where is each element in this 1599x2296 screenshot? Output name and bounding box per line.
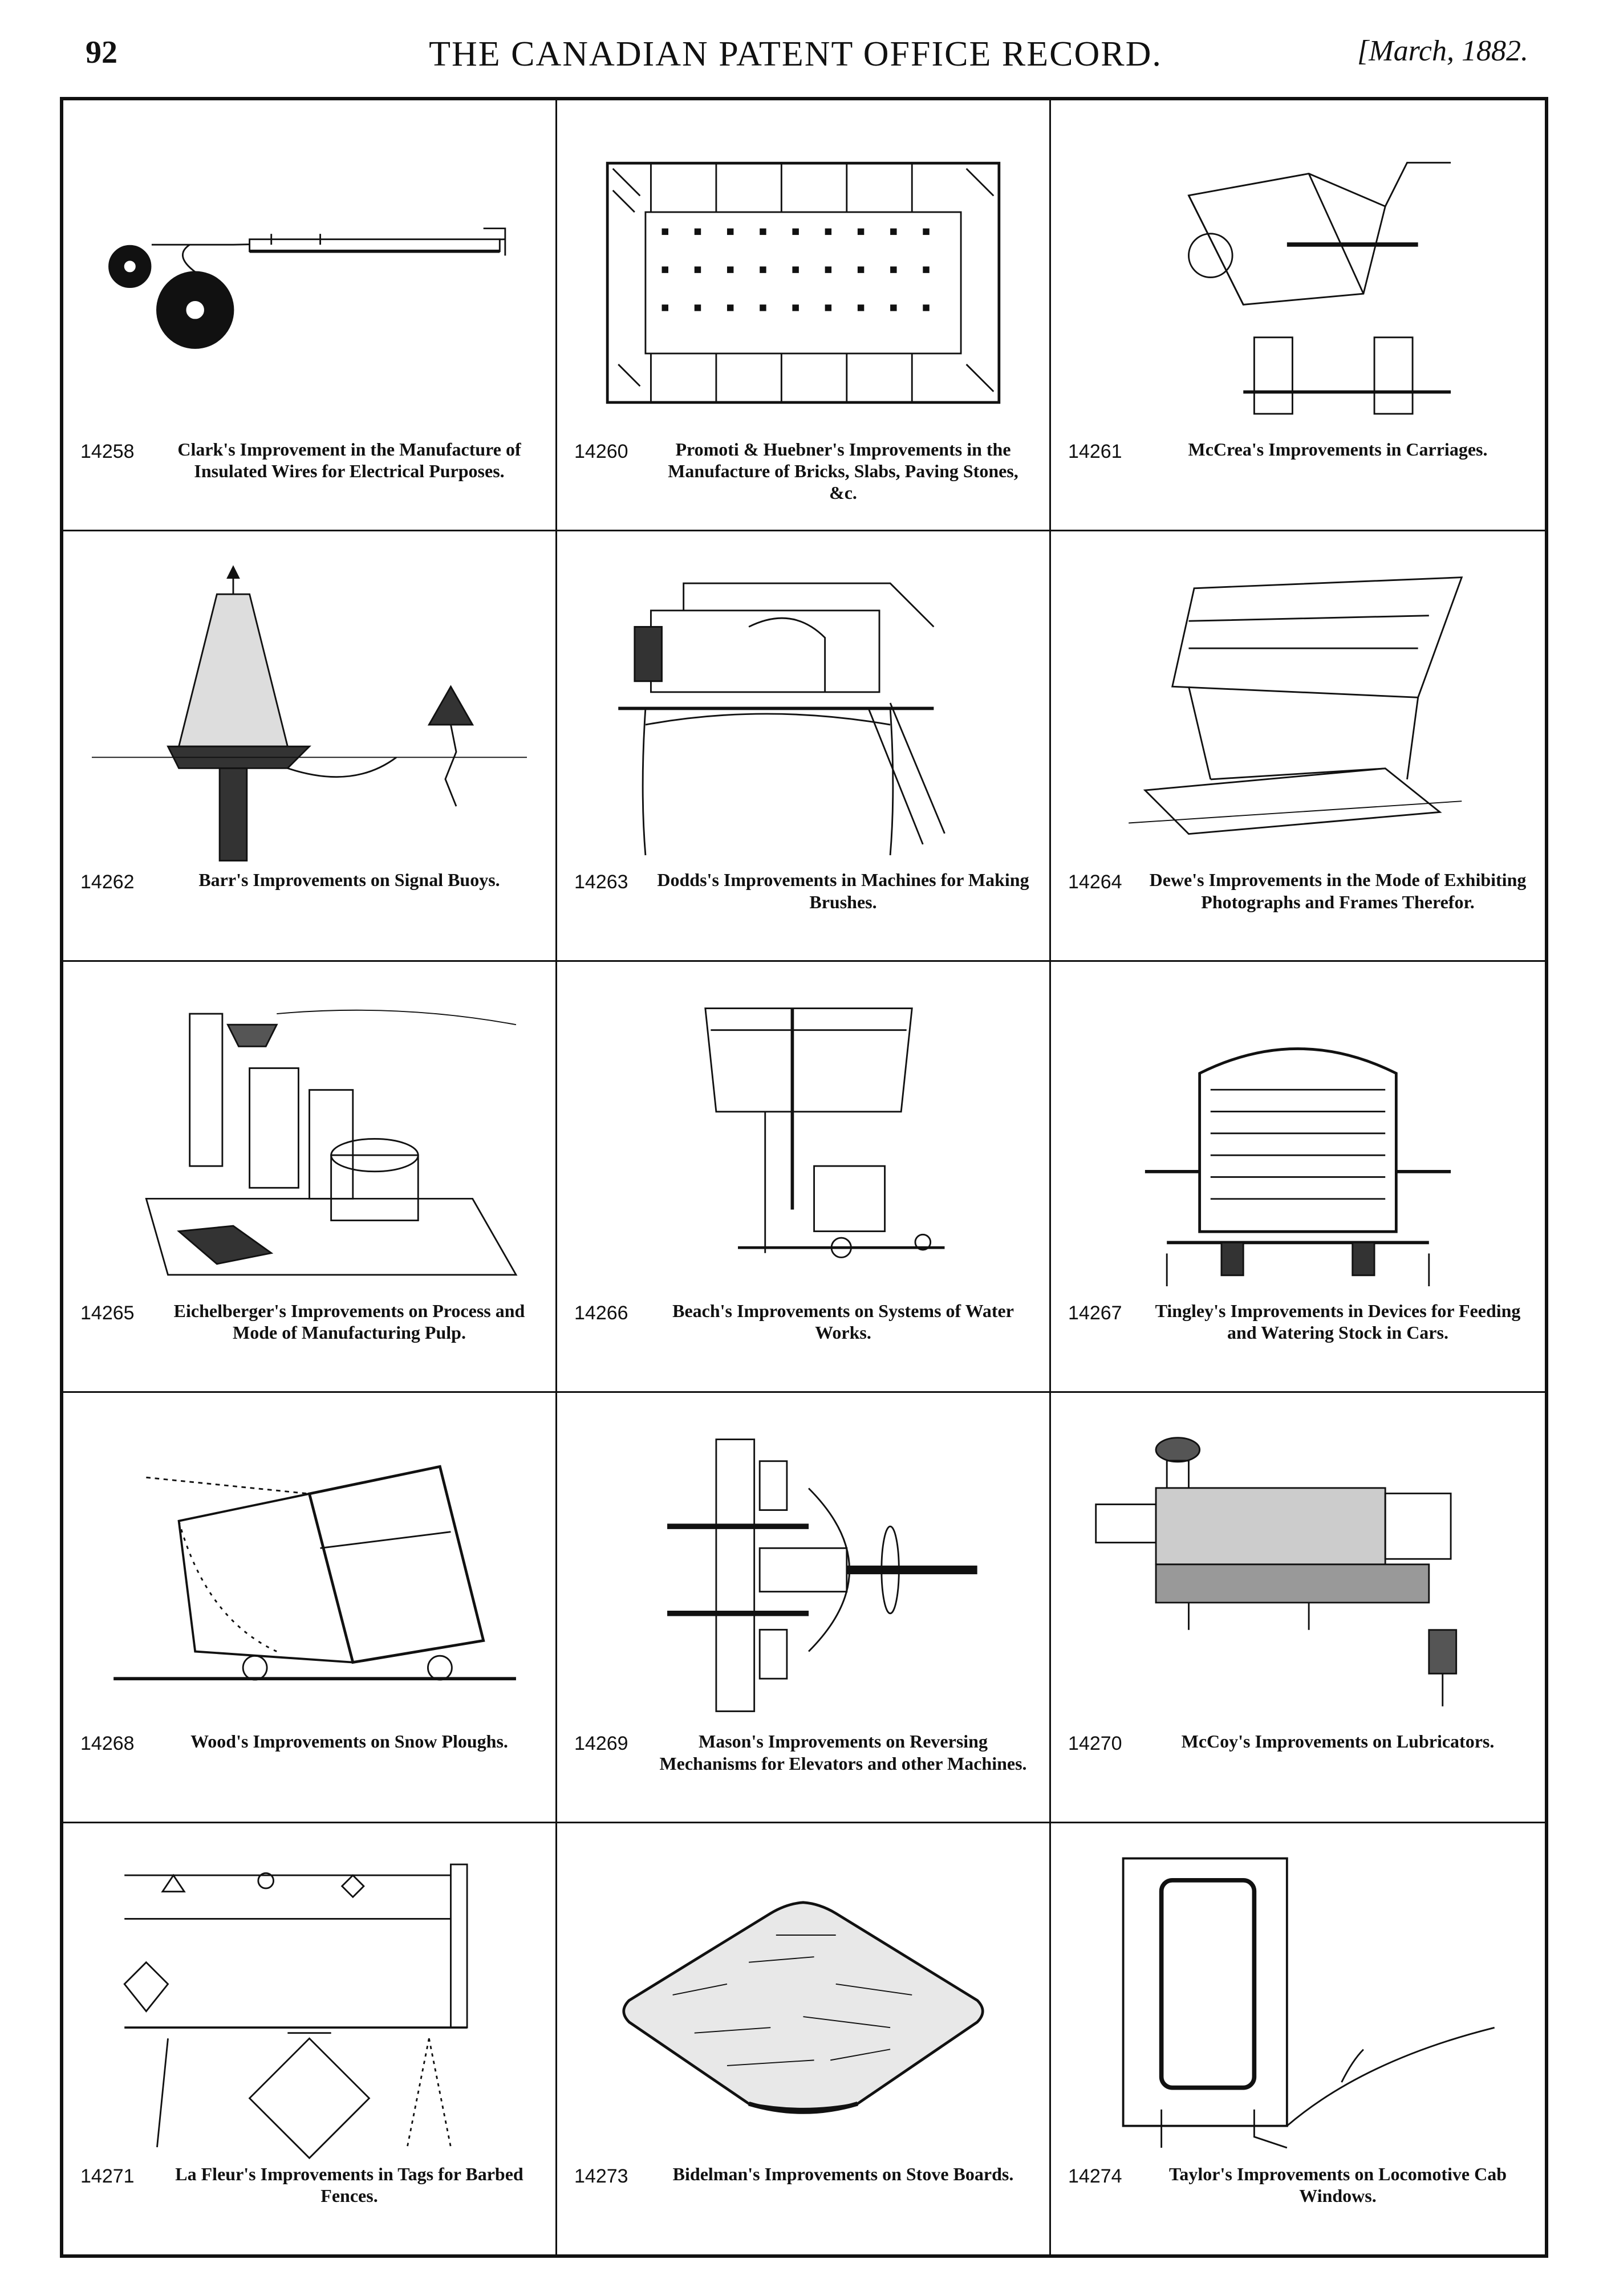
patent-caption: 14270 McCoy's Improvements on Lubricator… [1068,1730,1528,1799]
patent-caption: 14261 McCrea's Improvements in Carriages… [1068,438,1528,507]
patent-title: Clark's Improvement in the Manufacture o… [177,438,521,481]
patent-number: 14273 [574,2165,628,2187]
drawing-cab-window [1079,1846,1516,2165]
patent-cell-14264: 14264 Dewe's Improvements in the Mode of… [1051,531,1545,962]
patent-caption: 14264 Dewe's Improvements in the Mode of… [1068,869,1528,937]
patent-title: Eichelberger's Improvements on Process a… [173,1300,525,1343]
patent-cell-14261: 14261 McCrea's Improvements in Carriages… [1051,100,1545,531]
patent-caption: 14265 Eichelberger's Improvements on Pro… [80,1300,538,1368]
drawing-signal-buoy [92,554,527,873]
drawing-brush-machine [586,554,1021,873]
drawing-water-works [586,985,1021,1304]
patent-number: 14267 [1068,1302,1122,1324]
patent-title: Barr's Improvements on Signal Buoys. [198,869,500,891]
patent-number: 14264 [1068,871,1122,893]
page-header: 92 THE CANADIAN PATENT OFFICE RECORD. [M… [63,23,1528,80]
patent-title: Bidelman's Improvements on Stove Boards. [672,2163,1014,2184]
patent-caption: 14260 Promoti & Huebner's Improvements i… [574,438,1032,507]
patent-number: 14261 [1068,440,1122,462]
drawing-reversing-mechanism [586,1416,1021,1735]
patent-grid-frame: 14258 Clark's Improvement in the Manufac… [60,97,1548,2258]
drawing-stove-board [586,1846,1021,2165]
patent-caption: 14271 La Fleur's Improvements in Tags fo… [80,2163,538,2232]
patent-caption: 14266 Beach's Improvements on Systems of… [574,1300,1032,1368]
patent-title: Dewe's Improvements in the Mode of Exhib… [1149,869,1527,912]
patent-cell-14268: 14268 Wood's Improvements on Snow Plough… [63,1392,557,1824]
drawing-lubricator [1079,1416,1516,1735]
patent-grid: 14258 Clark's Improvement in the Manufac… [63,100,1545,2254]
drawing-insulated-wire [92,123,527,442]
patent-number: 14274 [1068,2165,1122,2187]
patent-number: 14265 [80,1302,135,1324]
patent-cell-14262: 14262 Barr's Improvements on Signal Buoy… [63,531,557,962]
drawing-stock-car [1079,985,1516,1304]
patent-cell-14267: 14267 Tingley's Improvements in Devices … [1051,962,1545,1393]
patent-cell-14266: 14266 Beach's Improvements on Systems of… [557,962,1051,1393]
patent-number: 14260 [574,440,628,462]
patent-caption: 14258 Clark's Improvement in the Manufac… [80,438,538,507]
patent-title: McCoy's Improvements on Lubricators. [1181,1731,1495,1752]
patent-title: Dodds's Improvements in Machines for Mak… [657,869,1029,912]
patent-caption: 14262 Barr's Improvements on Signal Buoy… [80,869,538,937]
patent-title: Taylor's Improvements on Locomotive Cab … [1169,2163,1507,2206]
drawing-fence-tags [92,1846,527,2165]
patent-number: 14270 [1068,1733,1122,1755]
patent-cell-14269: 14269 Mason's Improvements on Reversing … [557,1392,1051,1824]
patent-title: Beach's Improvements on Systems of Water… [672,1300,1014,1343]
patent-cell-14271: 14271 La Fleur's Improvements in Tags fo… [63,1823,557,2254]
patent-title: La Fleur's Improvements in Tags for Barb… [175,2163,523,2206]
drawing-photo-frame [1079,554,1516,873]
patent-number: 14271 [80,2165,135,2187]
issue-date: [March, 1882. [1357,35,1528,67]
patent-number: 14258 [80,440,135,462]
patent-number: 14262 [80,871,135,893]
patent-cell-14263: 14263 Dodds's Improvements in Machines f… [557,531,1051,962]
journal-title: THE CANADIAN PATENT OFFICE RECORD. [429,35,1162,74]
patent-cell-14260: 14260 Promoti & Huebner's Improvements i… [557,100,1051,531]
patent-caption: 14274 Taylor's Improvements on Locomotiv… [1068,2163,1528,2232]
patent-caption: 14268 Wood's Improvements on Snow Plough… [80,1730,538,1799]
patent-caption: 14269 Mason's Improvements on Reversing … [574,1730,1032,1799]
patent-title: Promoti & Huebner's Improvements in the … [668,438,1018,503]
drawing-brick-mould [586,123,1021,442]
patent-cell-14273: 14273 Bidelman's Improvements on Stove B… [557,1823,1051,2254]
patent-caption: 14263 Dodds's Improvements in Machines f… [574,869,1032,937]
patent-title: Tingley's Improvements in Devices for Fe… [1155,1300,1521,1343]
patent-caption: 14267 Tingley's Improvements in Devices … [1068,1300,1528,1368]
patent-number: 14266 [574,1302,628,1324]
drawing-snow-plough [92,1416,527,1735]
patent-title: Wood's Improvements on Snow Ploughs. [190,1731,508,1752]
patent-number: 14263 [574,871,628,893]
patent-number: 14269 [574,1733,628,1755]
patent-cell-14274: 14274 Taylor's Improvements on Locomotiv… [1051,1823,1545,2254]
drawing-carriage [1079,123,1516,442]
patent-caption: 14273 Bidelman's Improvements on Stove B… [574,2163,1032,2232]
patent-title: McCrea's Improvements in Carriages. [1188,438,1488,460]
patent-cell-14265: 14265 Eichelberger's Improvements on Pro… [63,962,557,1393]
patent-title: Mason's Improvements on Reversing Mechan… [659,1731,1027,1774]
drawing-pulp-machinery [92,985,527,1304]
patent-cell-14270: 14270 McCoy's Improvements on Lubricator… [1051,1393,1545,1824]
patent-cell-14258: 14258 Clark's Improvement in the Manufac… [63,100,557,531]
page-number: 92 [86,35,117,70]
patent-number: 14268 [80,1733,135,1755]
